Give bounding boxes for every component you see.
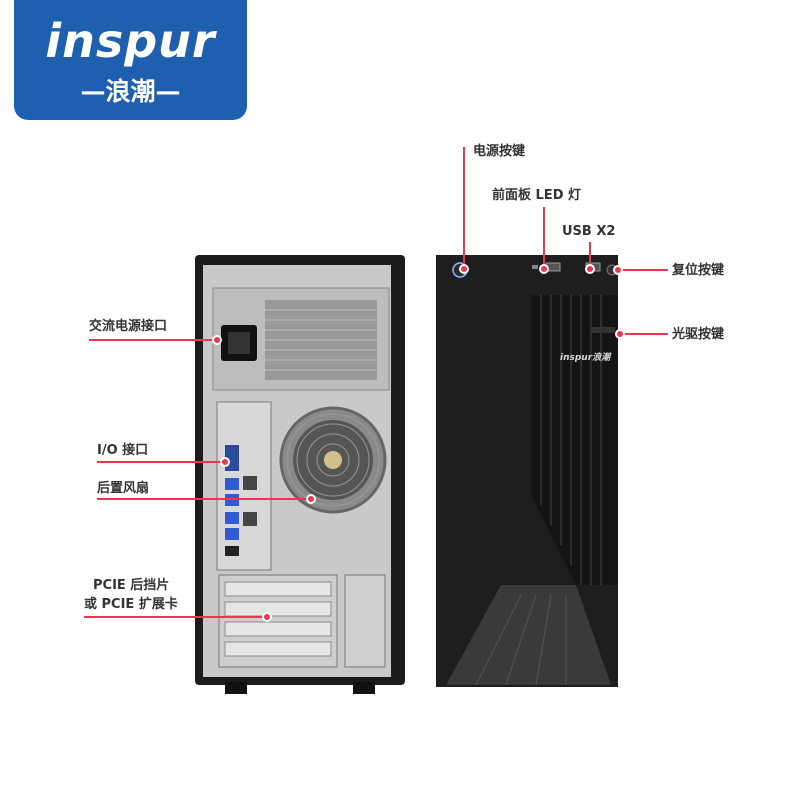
inspur-logo: inspur —浪潮— [14, 0, 247, 120]
label-io-port: I/O 接口 [97, 443, 149, 458]
rear-chassis-image [195, 255, 405, 694]
logo-subtitle: —浪潮— [80, 77, 181, 106]
callout-line-pcie [84, 616, 264, 618]
callout-dot-reset [613, 265, 623, 275]
callout-dot-led [539, 264, 549, 274]
callout-dot-io [220, 457, 230, 467]
front-badge: inspur浪潮 [560, 353, 611, 363]
callout-dot-usb [585, 264, 595, 274]
callout-line-reset [618, 269, 668, 271]
label-usb: USB X2 [562, 224, 616, 239]
callout-dot-pcie [262, 612, 272, 622]
callout-line-power [463, 147, 465, 267]
label-pcie-line2: 或 PCIE 扩展卡 [84, 597, 178, 612]
label-reset-button: 复位按键 [672, 263, 725, 278]
callout-line-ac [89, 339, 213, 341]
callout-dot-power [459, 264, 469, 274]
callout-dot-fan [306, 494, 316, 504]
callout-line-fan [97, 498, 307, 500]
callout-dot-ac [212, 335, 222, 345]
label-front-led: 前面板 LED 灯 [492, 188, 582, 203]
label-rear-fan: 后置风扇 [97, 481, 150, 496]
label-pcie-line1: PCIE 后挡片 [93, 578, 170, 593]
callout-line-led [543, 207, 545, 269]
front-chassis-image [436, 255, 618, 687]
callout-line-io [97, 461, 221, 463]
label-power-button: 电源按键 [473, 144, 526, 159]
logo-brand-text: inspur [45, 14, 216, 68]
label-ac-power: 交流电源接口 [89, 319, 168, 334]
callout-dot-optical [615, 329, 625, 339]
callout-line-usb [589, 242, 591, 268]
label-optical-button: 光驱按键 [672, 327, 725, 342]
callout-line-optical [620, 333, 668, 335]
